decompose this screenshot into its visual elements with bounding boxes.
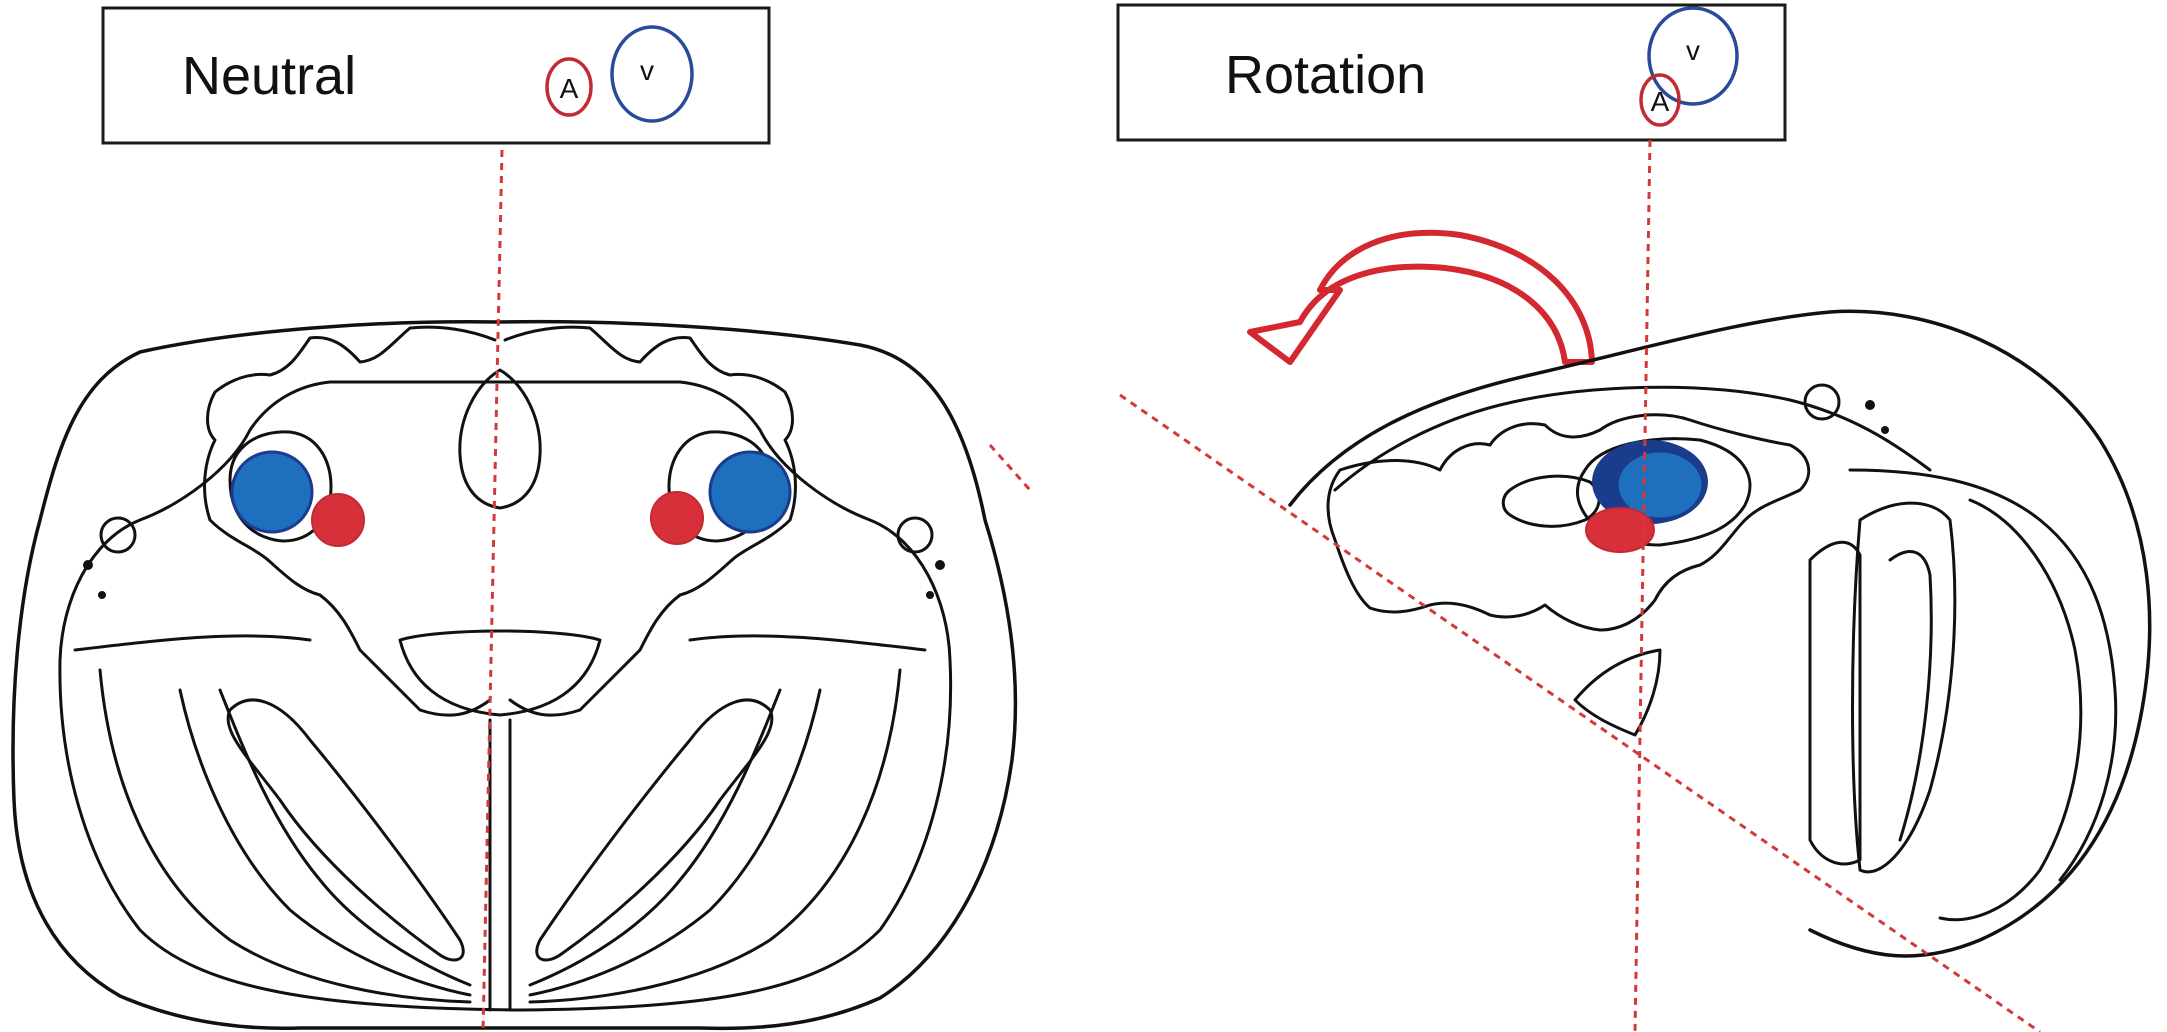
neutral-muscle-right-3 <box>530 670 900 1002</box>
neutral-muscle-left-2 <box>180 690 470 995</box>
neutral-artery-right <box>651 492 703 544</box>
neutral-small-structure-left <box>101 518 135 552</box>
rotation-muscle-1 <box>1853 503 1955 872</box>
neutral-vein-right <box>710 452 790 532</box>
rotation-vertebra <box>1328 415 1809 630</box>
neutral-lateral-fascia-right <box>690 636 925 650</box>
rotation-panel: Rotation v A <box>1118 5 2150 1032</box>
neutral-midline-axis <box>483 150 502 1032</box>
neutral-artery-key-label: A <box>560 73 579 104</box>
neutral-lateral-fascia-left <box>75 636 310 650</box>
rotation-label-box: Rotation v A <box>1118 5 1785 140</box>
rotation-muscle-4 <box>1850 470 2116 880</box>
neutral-muscle-right-2 <box>530 690 820 995</box>
neutral-inner-outline <box>60 382 951 1010</box>
neutral-midline-septum <box>490 720 510 1010</box>
rotation-small-structure-2 <box>1865 400 1875 410</box>
rotation-title: Rotation <box>1225 45 1426 105</box>
neutral-vertebral-body <box>400 631 600 715</box>
neutral-muscle-left-oval <box>228 700 463 960</box>
neutral-neck-outline <box>13 322 1016 1029</box>
neutral-title: Neutral <box>182 46 356 106</box>
neutral-muscle-left-1 <box>220 690 470 985</box>
rotation-oblique-axis <box>1120 395 2040 1032</box>
rotation-small-structure-1 <box>1805 385 1839 419</box>
neutral-axis-fragment <box>990 445 1030 490</box>
rotation-neck-outline <box>1290 311 2150 956</box>
rotation-arrow-icon <box>1250 233 1592 362</box>
neutral-small-structure-right-2 <box>935 560 945 570</box>
neutral-small-structure-right <box>898 518 932 552</box>
neutral-vein-key-label: v <box>640 55 654 86</box>
rotation-vertical-axis <box>1635 140 1650 1032</box>
neutral-small-structure-left-2 <box>83 560 93 570</box>
rotation-muscle-3 <box>1940 500 2081 920</box>
neutral-vein-left <box>232 452 312 532</box>
rotation-artery-key-label: A <box>1651 86 1670 117</box>
neutral-spinal-canal <box>460 370 540 508</box>
rotation-vein-key-label: v <box>1686 35 1700 66</box>
neutral-small-structure-right-3 <box>926 591 934 599</box>
neutral-muscle-left-3 <box>100 670 470 1002</box>
rotation-vertebral-body <box>1575 650 1660 735</box>
neutral-muscle-right-1 <box>530 690 780 985</box>
rotation-spinal-canal <box>1503 476 1599 526</box>
neutral-artery-left <box>312 494 364 546</box>
neutral-panel: Neutral A v <box>13 8 1030 1032</box>
neutral-muscle-right-oval <box>537 700 772 960</box>
neutral-small-structure-left-3 <box>98 591 106 599</box>
rotation-muscle-2 <box>1890 552 1931 840</box>
neutral-label-box: Neutral A v <box>103 8 769 143</box>
rotation-small-structure-3 <box>1881 426 1889 434</box>
